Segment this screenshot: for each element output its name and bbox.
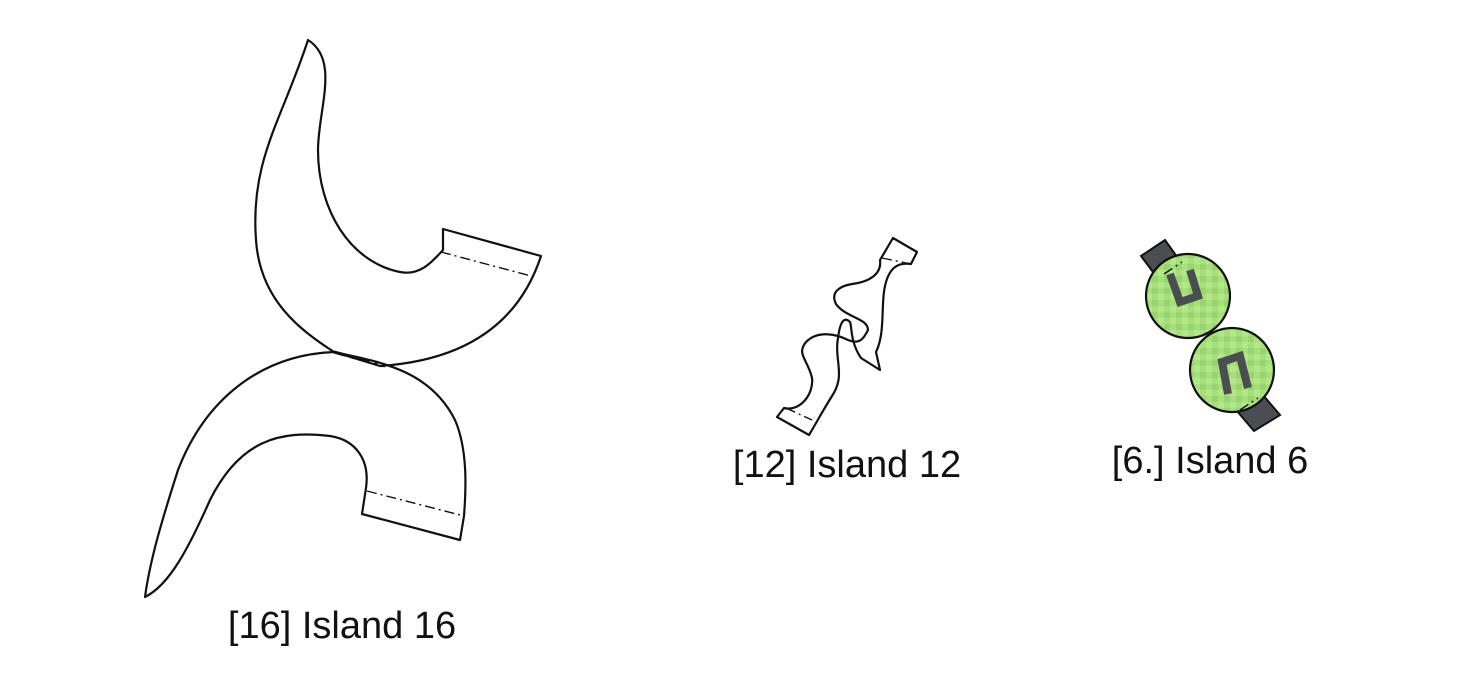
island-6-center-fold xyxy=(1203,329,1215,335)
island-6-net[interactable] xyxy=(1139,238,1282,433)
island-6-bottom-fold xyxy=(1239,397,1259,411)
island-16-lower-face xyxy=(143,350,467,599)
island-16-upper-face xyxy=(254,38,543,368)
island-12-bottom-fold xyxy=(785,407,813,421)
island-16-upper-tab-fold xyxy=(440,251,532,277)
island-16-net[interactable] xyxy=(143,38,543,599)
island-16-label: [16] Island 16 xyxy=(227,605,457,647)
island-16-lower-tab-fold xyxy=(366,490,465,517)
island-12-label: [12] Island 12 xyxy=(732,444,962,486)
island-6-top-fold xyxy=(1163,261,1183,275)
island-12-face xyxy=(775,236,919,437)
island-16-center-fold xyxy=(333,350,386,368)
island-12-top-fold xyxy=(881,257,912,265)
island-6-lower-disk xyxy=(1188,326,1276,414)
island-6-label: [6.] Island 6 xyxy=(1111,440,1309,482)
island-12-net[interactable] xyxy=(775,236,919,437)
island-6-upper-slot xyxy=(1166,268,1203,308)
island-6-lower-slot xyxy=(1217,350,1252,395)
